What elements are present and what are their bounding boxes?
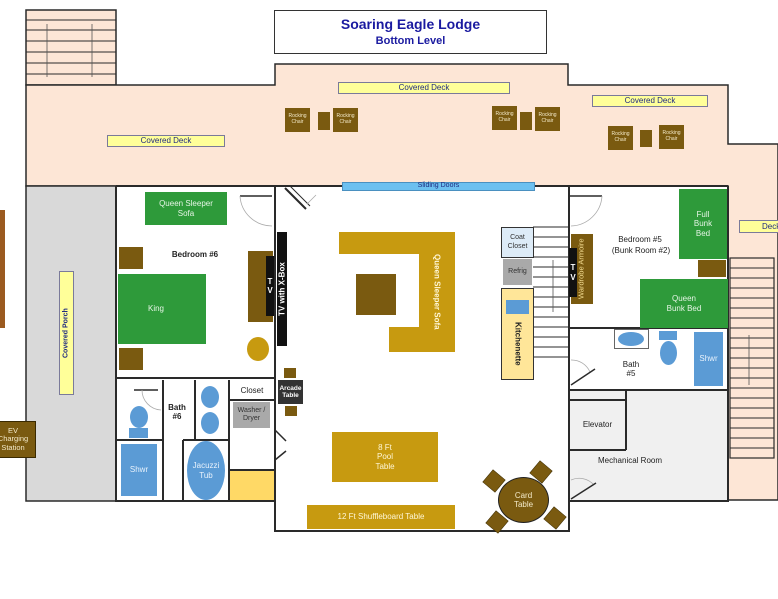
exterior-wood-strip (0, 210, 5, 328)
mechanical-room-label: Mechanical Room (597, 456, 663, 466)
rocking-chair: Rocking Chair (535, 107, 560, 131)
kitchenette-label: Kitchenette (513, 322, 523, 366)
jacuzzi-tub: Jacuzzi Tub (187, 441, 225, 500)
stairs-top-left (25, 9, 117, 86)
pool-table: 8 Ft Pool Table (332, 432, 438, 482)
round-chair (247, 337, 269, 361)
full-bunk-bed: Full Bunk Bed (679, 189, 727, 259)
sliding-doors[interactable]: Sliding Doors (342, 182, 535, 191)
arcade-stool (284, 368, 296, 378)
covered-porch-label: Covered Porch (59, 271, 74, 395)
ev-charging-station: EV Charging Station (0, 421, 36, 458)
sink (618, 332, 644, 346)
side-deck-label: Deck (739, 220, 778, 233)
toilet-tank-bath5 (659, 331, 677, 340)
side-table (520, 112, 532, 130)
nightstand (119, 348, 143, 370)
queen-bunk-bed: Queen Bunk Bed (640, 279, 728, 328)
card-chair (482, 469, 506, 493)
rocking-chair: Rocking Chair (608, 126, 633, 150)
bedroom5-label: Bedroom #5 (618, 235, 662, 245)
bath6-label: Bath #6 (168, 402, 186, 421)
toilet-bath6 (130, 406, 148, 428)
covered-deck-label: Covered Deck (338, 82, 510, 94)
title-text: Soaring Eagle Lodge (340, 16, 481, 33)
rocking-chair: Rocking Chair (285, 108, 310, 132)
shower-bath5: Shwr (694, 332, 723, 386)
title-box: Soaring Eagle Lodge Bottom Level (274, 10, 547, 54)
subtitle-text: Bottom Level (375, 35, 446, 48)
card-chair (543, 506, 567, 530)
tv-bedroom6: T V (266, 256, 274, 316)
washer-dryer: Washer / Dryer (233, 402, 270, 428)
covered-deck-label: Covered Deck (592, 95, 708, 107)
rocking-chair: Rocking Chair (659, 125, 684, 149)
toilet-tank-bath6 (129, 428, 148, 438)
bath5-label: Bath #5 (622, 359, 640, 378)
coat-closet: Coat Closet (501, 227, 534, 258)
side-table (318, 112, 330, 130)
shuffleboard-table: 12 Ft Shuffleboard Table (307, 505, 455, 529)
side-table (640, 130, 652, 147)
nightstand (119, 247, 143, 269)
bedroom5-subtitle: (Bunk Room #2) (611, 246, 671, 256)
kitchen-sink (506, 300, 529, 314)
coffee-table (356, 274, 396, 315)
arcade-table: Arcade Table (278, 380, 303, 404)
tv-with-xbox: TV with X-Box (277, 232, 287, 346)
card-chair (485, 510, 509, 534)
card-chair (529, 460, 553, 484)
refrigerator: Refrig (503, 259, 532, 285)
arcade-stool (285, 406, 297, 416)
covered-deck-label: Covered Deck (107, 135, 225, 147)
queen-sleeper-sofa-bedroom6: Queen Sleeper Sofa (145, 192, 227, 225)
rocking-chair: Rocking Chair (492, 106, 517, 130)
bedroom6-label: Bedroom #6 (171, 250, 219, 260)
rocking-chair: Rocking Chair (333, 108, 358, 132)
sink (201, 412, 219, 434)
elevator: Elevator (582, 420, 613, 430)
tv-bedroom5: T V (569, 248, 577, 297)
sink (201, 386, 219, 408)
nightstand (698, 260, 726, 277)
closet-label: Closet (240, 386, 264, 396)
shower-bath6: Shwr (121, 444, 157, 496)
closet-storage (230, 471, 274, 500)
card-table: Card Table (498, 477, 549, 523)
toilet-bath5 (660, 341, 677, 365)
king-bed: King (118, 274, 206, 344)
sectional-sofa-bottom (389, 327, 429, 352)
